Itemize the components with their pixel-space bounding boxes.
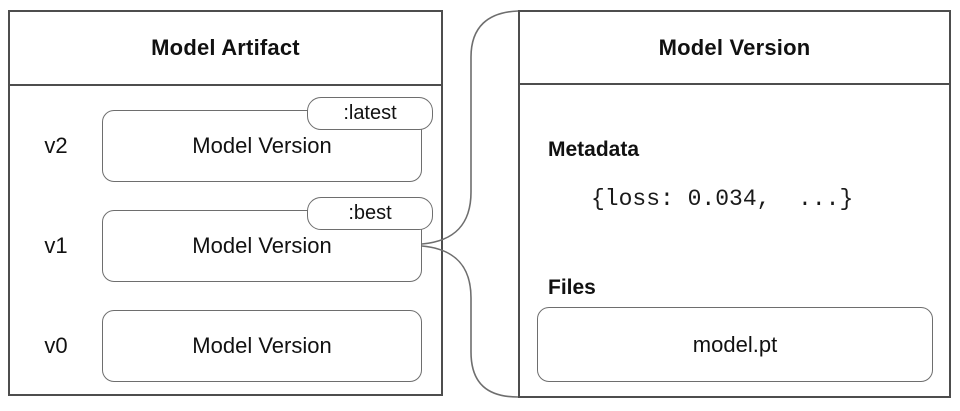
metadata-value: {loss: 0.034, ...} — [591, 186, 854, 212]
model-version-panel: Model Version Metadata {loss: 0.034, ...… — [518, 10, 951, 398]
file-box-model-pt: model.pt — [537, 307, 933, 382]
alias-tag-latest: :latest — [307, 97, 433, 130]
model-artifact-title: Model Artifact — [10, 12, 441, 86]
version-label-v1: v1 — [44, 233, 68, 258]
version-label-v2: v2 — [44, 133, 68, 158]
model-version-box-v0: Model Version — [102, 310, 422, 382]
model-version-title: Model Version — [520, 12, 949, 85]
alias-tag-best: :best — [307, 197, 433, 230]
model-artifact-panel: Model Artifact v2 Model Version :latest … — [8, 10, 443, 396]
metadata-heading: Metadata — [548, 138, 640, 161]
files-heading: Files — [548, 276, 596, 299]
version-label-v0: v0 — [44, 333, 68, 358]
